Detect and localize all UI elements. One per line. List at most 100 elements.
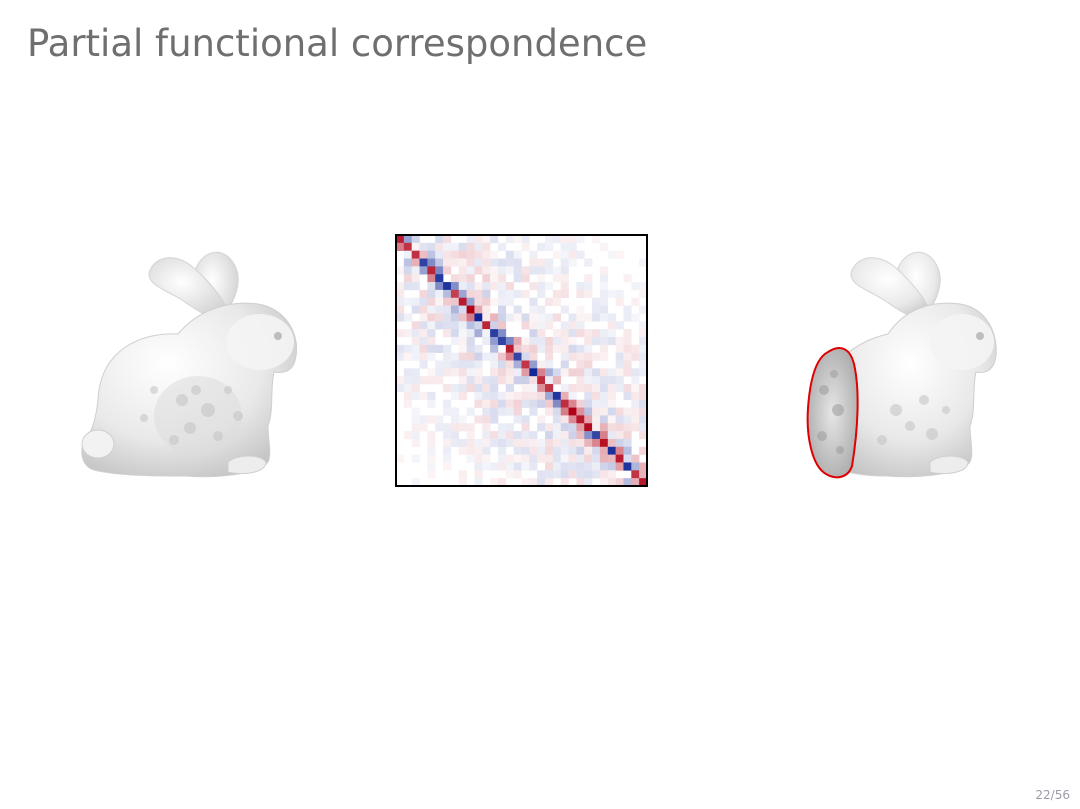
matrix-cell: [443, 313, 452, 322]
matrix-cell: [505, 399, 514, 408]
matrix-cell: [639, 470, 648, 479]
matrix-cell: [450, 407, 460, 416]
matrix-cell: [592, 438, 601, 448]
matrix-cell: [427, 297, 436, 306]
matrix-cell: [482, 235, 491, 244]
matrix-cell: [466, 313, 475, 322]
matrix-cell: [584, 423, 593, 432]
matrix-cell: [568, 336, 577, 346]
matrix-cell: [639, 399, 648, 408]
matrix-cell: [450, 274, 460, 283]
matrix-cell: [419, 336, 428, 346]
matrix-cell: [411, 454, 420, 463]
matrix-cell: [631, 478, 640, 487]
matrix-cell: [403, 297, 412, 306]
matrix-cell: [482, 313, 491, 322]
matrix-cell: [552, 289, 562, 299]
matrix-cell: [584, 274, 593, 283]
matrix-cell: [615, 446, 624, 455]
matrix-cell: [607, 470, 616, 479]
matrix-cell: [435, 423, 444, 432]
matrix-cell: [607, 368, 616, 377]
matrix-cell: [450, 297, 460, 306]
matrix-cell: [521, 431, 530, 440]
matrix-cell: [427, 415, 436, 424]
matrix-cell: [419, 360, 428, 369]
matrix-cell: [639, 368, 648, 377]
matrix-cell: [443, 431, 452, 440]
matrix-cell: [521, 321, 530, 330]
matrix-cell: [505, 368, 514, 377]
matrix-cell: [513, 454, 522, 463]
matrix-cell: [505, 376, 514, 385]
matrix-cell: [505, 454, 514, 463]
matrix-cell: [521, 399, 530, 408]
matrix-cell: [599, 384, 609, 393]
matrix-cell: [427, 462, 436, 471]
matrix-cell: [599, 399, 609, 408]
matrix-cell: [474, 368, 483, 377]
matrix-cell: [427, 258, 436, 267]
matrix-cell: [490, 329, 499, 338]
matrix-cell: [560, 415, 569, 424]
matrix-cell: [513, 352, 522, 361]
matrix-cell: [639, 289, 648, 299]
matrix-cell: [545, 407, 554, 416]
matrix-cell: [458, 336, 467, 346]
matrix-cell: [490, 376, 499, 385]
matrix-cell: [615, 384, 624, 393]
matrix-cell: [545, 368, 554, 377]
matrix-cell: [529, 407, 538, 416]
matrix-cell: [552, 313, 562, 322]
matrix-cell: [521, 384, 530, 393]
matrix-cell: [419, 266, 428, 275]
matrix-cell: [568, 391, 577, 401]
matrix-cell: [435, 235, 444, 244]
matrix-cell: [482, 297, 491, 306]
matrix-cell: [599, 431, 609, 440]
matrix-cell: [490, 384, 499, 393]
matrix-cell: [497, 454, 507, 463]
matrix-cell: [584, 462, 593, 471]
matrix-cell: [639, 329, 648, 338]
matrix-cell: [631, 344, 640, 353]
matrix-cell: [474, 329, 483, 338]
matrix-cell: [521, 438, 530, 448]
matrix-cell: [552, 423, 562, 432]
matrix-cell: [584, 289, 593, 299]
matrix-cell: [623, 446, 632, 455]
matrix-cell: [490, 258, 499, 267]
matrix-cell: [537, 470, 546, 479]
matrix-cell: [615, 438, 624, 448]
matrix-cell: [482, 242, 491, 251]
matrix-cell: [403, 258, 412, 267]
matrix-cell: [631, 384, 640, 393]
matrix-cell: [497, 313, 507, 322]
matrix-cell: [482, 438, 491, 448]
matrix-cell: [576, 321, 585, 330]
matrix-cell: [592, 305, 601, 314]
matrix-cell: [615, 423, 624, 432]
matrix-cell: [396, 242, 405, 251]
matrix-cell: [474, 266, 483, 275]
matrix-cell: [427, 399, 436, 408]
matrix-cell: [584, 478, 593, 487]
matrix-cell: [403, 352, 412, 361]
matrix-cell: [537, 321, 546, 330]
matrix-cell: [513, 305, 522, 314]
matrix-cell: [560, 250, 569, 259]
matrix-cell: [474, 297, 483, 306]
matrix-cell: [443, 321, 452, 330]
matrix-cell: [411, 321, 420, 330]
matrix-cell: [607, 423, 616, 432]
matrix-cell: [631, 376, 640, 385]
bunny-partial-icon: [806, 251, 997, 479]
matrix-cell: [552, 462, 562, 471]
matrix-cell: [450, 242, 460, 251]
matrix-cell: [427, 289, 436, 299]
matrix-cell: [450, 305, 460, 314]
matrix-cell: [623, 313, 632, 322]
matrix-cell: [584, 446, 593, 455]
matrix-cell: [419, 289, 428, 299]
matrix-cell: [521, 423, 530, 432]
